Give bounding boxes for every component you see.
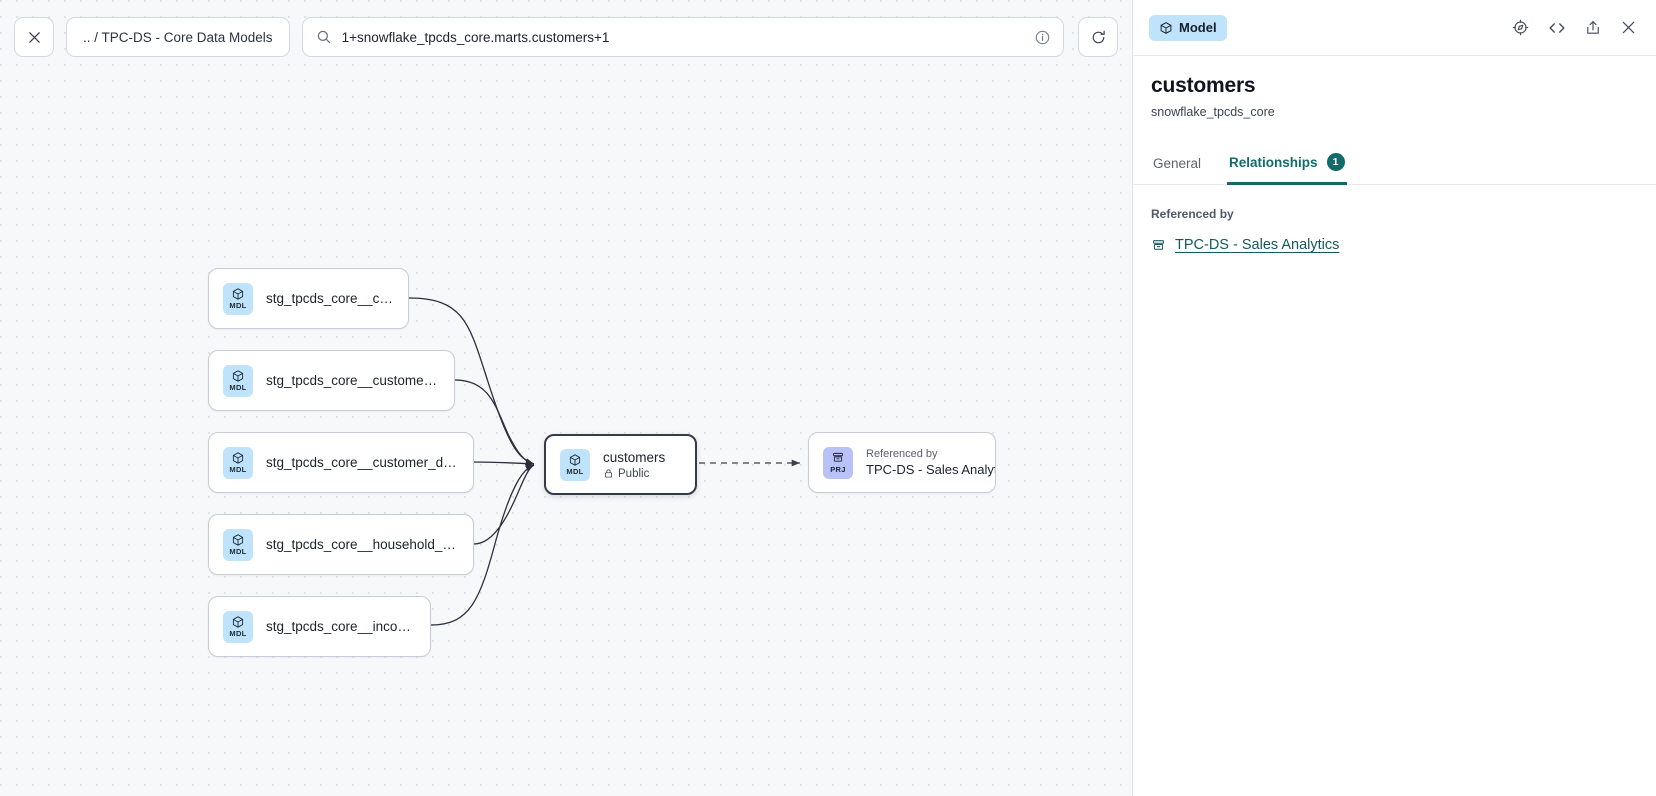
lineage-node-upstream-4[interactable]: MDL stg_tpcds_core__income_band	[208, 596, 431, 657]
breadcrumb[interactable]: .. / TPC-DS - Core Data Models	[66, 17, 290, 57]
cube-icon	[231, 533, 245, 547]
close-lineage-button[interactable]	[14, 17, 54, 57]
details-panel-body: Referenced by TPC-DS - Sales Analytics	[1133, 185, 1656, 253]
lineage-node-upstream-1[interactable]: MDL stg_tpcds_core__customer_address	[208, 350, 455, 411]
node-text: stg_tpcds_core__customer_address	[266, 373, 440, 388]
badge-kind-label: MDL	[229, 465, 247, 475]
model-badge: MDL	[223, 364, 253, 397]
badge-kind-label: MDL	[229, 383, 247, 393]
lineage-node-upstream-2[interactable]: MDL stg_tpcds_core__customer_demogra…	[208, 432, 474, 493]
details-tabs: General Relationships 1	[1133, 145, 1656, 185]
refresh-icon	[1090, 29, 1107, 46]
badge-kind-label: MDL	[229, 547, 247, 557]
details-panel-titles: customers snowflake_tpcds_core	[1133, 56, 1656, 119]
page-subtitle: snowflake_tpcds_core	[1151, 105, 1275, 119]
cube-icon	[231, 615, 245, 629]
lineage-canvas[interactable]: MDL stg_tpcds_core__customerMDL stg_tpcds_…	[0, 0, 1132, 796]
referenced-by-list: TPC-DS - Sales Analytics	[1151, 237, 1638, 253]
badge-kind-label: MDL	[229, 301, 247, 311]
node-visibility-label: Public	[618, 467, 650, 480]
asset-type-label: Model	[1179, 20, 1217, 35]
lineage-node-upstream-3[interactable]: MDL stg_tpcds_core__household_demogr…	[208, 514, 474, 575]
search-box[interactable]: 1+snowflake_tpcds_core.marts.customers+1	[301, 17, 1064, 57]
badge-kind-label: MDL	[229, 629, 247, 639]
details-panel: Model	[1132, 0, 1656, 796]
node-text: Referenced by TPC-DS - Sales Analytics	[866, 448, 995, 477]
cube-icon	[568, 453, 582, 467]
details-panel-header: Model	[1133, 0, 1656, 56]
lineage-toolbar: .. / TPC-DS - Core Data Models 1+snowfla…	[0, 0, 1132, 74]
model-badge: MDL	[560, 448, 590, 481]
node-text: stg_tpcds_core__income_band	[266, 619, 416, 634]
model-badge: MDL	[223, 528, 253, 561]
tab-relationships[interactable]: Relationships 1	[1227, 145, 1347, 185]
tab-general[interactable]: General	[1151, 148, 1203, 185]
project-badge: PRJ	[823, 446, 853, 479]
referenced-by-link[interactable]: TPC-DS - Sales Analytics	[1175, 237, 1340, 253]
cube-icon	[1159, 21, 1173, 35]
compass-icon[interactable]	[1511, 18, 1530, 37]
search-icon	[316, 29, 332, 45]
list-item[interactable]: TPC-DS - Sales Analytics	[1151, 237, 1638, 253]
cube-icon	[231, 369, 245, 383]
share-icon[interactable]	[1584, 19, 1602, 37]
tab-count-badge: 1	[1326, 153, 1345, 171]
project-icon	[1151, 238, 1166, 253]
project-icon	[831, 451, 845, 465]
node-kicker: Referenced by	[866, 448, 938, 460]
node-title: stg_tpcds_core__customer_address	[266, 373, 440, 388]
node-title: stg_tpcds_core__household_demogr…	[266, 537, 459, 552]
close-icon	[26, 29, 43, 46]
node-title: customers	[603, 449, 666, 465]
node-text: stg_tpcds_core__customer	[266, 291, 394, 306]
lineage-node-downstream-0[interactable]: PRJ Referenced by TPC-DS - Sales Analytics	[808, 432, 996, 493]
lineage-graph: MDL stg_tpcds_core__customerMDL stg_tpcds_…	[208, 268, 996, 657]
cube-icon	[231, 287, 245, 301]
page-title: customers	[1151, 74, 1256, 97]
node-text: stg_tpcds_core__customer_demogra…	[266, 455, 459, 470]
tab-label: General	[1153, 156, 1202, 171]
code-icon[interactable]	[1547, 18, 1567, 38]
details-panel-actions	[1511, 18, 1638, 38]
model-badge: MDL	[223, 446, 253, 479]
info-circle-icon[interactable]	[1034, 29, 1051, 46]
search-input[interactable]: 1+snowflake_tpcds_core.marts.customers+1	[341, 29, 610, 45]
breadcrumb-label: .. / TPC-DS - Core Data Models	[83, 29, 273, 45]
lock-icon	[603, 468, 614, 479]
node-visibility: Public	[603, 468, 665, 480]
node-title: stg_tpcds_core__income_band	[266, 619, 416, 634]
badge-kind-label: MDL	[566, 467, 584, 477]
refresh-button[interactable]	[1078, 17, 1118, 57]
cube-icon	[231, 451, 245, 465]
model-badge: MDL	[223, 610, 253, 643]
node-title: stg_tpcds_core__customer_demogra…	[266, 455, 459, 470]
tab-label: Relationships	[1229, 154, 1318, 170]
model-badge: MDL	[223, 282, 253, 315]
badge-kind-label: PRJ	[830, 465, 846, 475]
referenced-by-label: Referenced by	[1151, 207, 1234, 221]
node-title: TPC-DS - Sales Analytics	[866, 462, 995, 477]
node-text: stg_tpcds_core__household_demogr…	[266, 537, 459, 552]
lineage-node-upstream-0[interactable]: MDL stg_tpcds_core__customer	[208, 268, 409, 329]
close-icon[interactable]	[1619, 18, 1638, 37]
node-title: stg_tpcds_core__customer	[266, 291, 394, 306]
asset-type-badge: Model	[1149, 14, 1227, 41]
